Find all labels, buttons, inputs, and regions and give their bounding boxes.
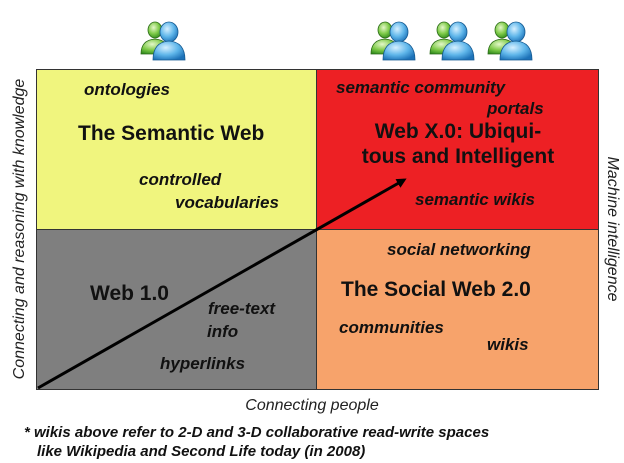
label-info: info <box>207 322 239 341</box>
x-axis-label: Connecting people <box>245 397 379 414</box>
label-controlled: controlled <box>139 170 222 189</box>
people-pair-icon <box>429 21 475 61</box>
title-semantic-web: The Semantic Web <box>78 122 265 145</box>
label-ontologies: ontologies <box>84 80 170 99</box>
label-free-text: free-text <box>208 299 276 318</box>
label-wikis: wikis <box>487 335 529 354</box>
quadrant-frame <box>36 69 599 390</box>
label-semantic-community: semantic community <box>336 78 506 97</box>
label-communities: communities <box>339 318 444 337</box>
footnote-line-1: * wikis above refer to 2-D and 3-D colla… <box>24 424 490 441</box>
footnote-line-2: like Wikipedia and Second Life today (in… <box>37 443 366 460</box>
y-axis-left-label: Connecting and reasoning with knowledge <box>11 78 28 380</box>
y-axis-right-label: Machine intelligence <box>604 156 621 302</box>
title-web-x0-line2: tous and Intelligent <box>361 145 555 168</box>
people-pair-icon <box>487 21 533 61</box>
label-social-networking: social networking <box>387 240 531 259</box>
title-web-1-0: Web 1.0 <box>90 282 169 305</box>
label-hyperlinks: hyperlinks <box>160 354 246 373</box>
title-social-web: The Social Web 2.0 <box>341 278 531 301</box>
people-pair-icon <box>370 21 416 61</box>
people-pair-icon <box>140 21 186 61</box>
label-portals: portals <box>487 99 544 118</box>
label-semantic-wikis: semantic wikis <box>415 190 536 209</box>
title-web-x0-line1: Web X.0: Ubiqui- <box>374 120 542 143</box>
label-vocabularies: vocabularies <box>175 193 279 212</box>
